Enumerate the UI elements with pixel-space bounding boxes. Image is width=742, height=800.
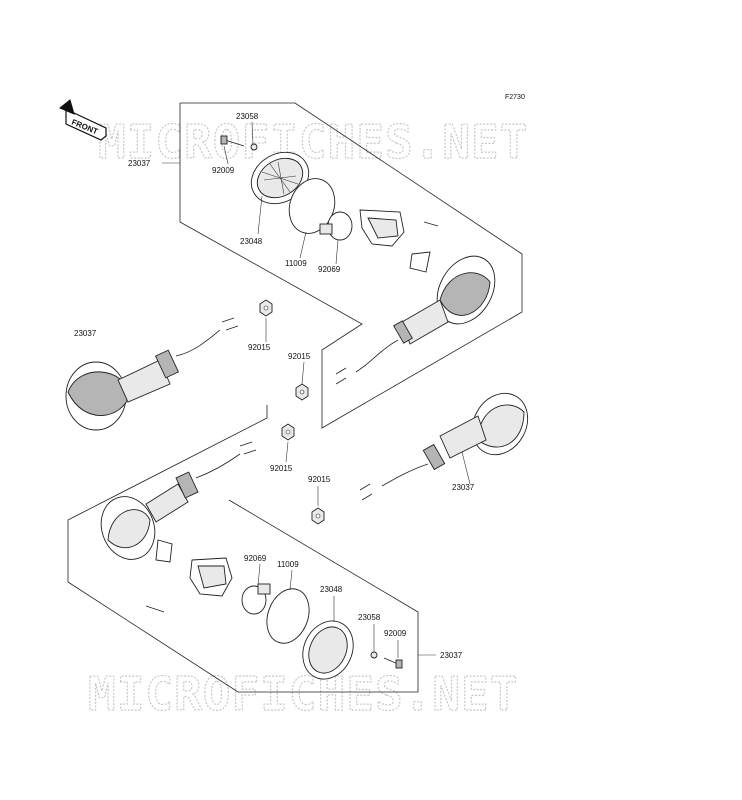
screw-92009-bottom [383,657,403,669]
label-23058-bottom: 23058 [358,613,381,622]
label-23037-left: 23037 [74,329,97,338]
label-23037-bottom: 23037 [440,651,463,660]
bulb-92069-top [319,211,353,241]
watermark-bottom: MICROFICHES.NET [88,667,518,721]
nut-92015-lower-right [311,507,325,525]
bulb-92069-bottom [241,583,271,615]
nut-92015-upper-right [295,383,309,401]
nut-92015-lower-left [281,423,295,441]
lens-23048-top [250,151,310,205]
nut-92015-upper-left [259,299,273,317]
socket-bracket-top [359,209,439,273]
turn-signal-bottom-right [359,392,529,501]
gasket-11009-top [288,178,336,234]
label-11009-bottom: 11009 [277,560,299,569]
top-assembly-boundary [179,102,523,429]
washer-23058-bottom [370,651,378,659]
label-92015-b: 92015 [288,352,311,361]
label-92069-bottom: 92069 [244,554,267,563]
leader-lines [162,121,471,658]
turn-signal-left [65,317,239,431]
label-23048-bottom: 23048 [320,585,343,594]
socket-bracket-bottom [145,539,233,613]
label-23037-top: 23037 [128,159,151,168]
watermark-top: MICROFICHES.NET [98,115,528,169]
turn-signal-top-right [335,255,496,385]
label-92015-d: 92015 [308,475,331,484]
label-92069-top: 92069 [318,265,341,274]
screw-92009-top [220,135,245,147]
bottom-assembly-boundary [67,405,419,693]
label-23058-top: 23058 [236,112,259,121]
label-92009-bottom: 92009 [384,629,407,638]
label-92015-c: 92015 [270,464,293,473]
label-92015-a: 92015 [248,343,271,352]
figure-code: F2730 [505,94,525,101]
gasket-11009-bottom [266,588,310,644]
turn-signal-bottom-left [100,441,257,560]
lens-23048-bottom [302,620,354,680]
label-92009-top: 92009 [212,166,235,175]
label-23048-top: 23048 [240,237,263,246]
label-11009-top: 11009 [285,259,307,268]
washer-23058-top [250,143,258,151]
label-23037-right: 23037 [452,483,475,492]
